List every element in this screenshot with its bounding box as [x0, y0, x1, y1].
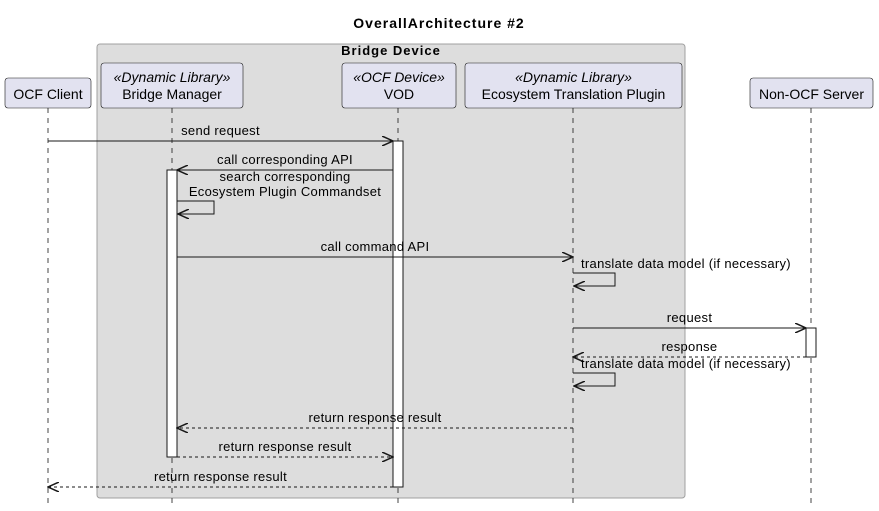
participant-bm: «Dynamic Library»Bridge Manager: [100, 62, 244, 109]
message-arrow: [573, 272, 616, 286]
activation-bar-vod: [392, 140, 404, 488]
message-label: return response result: [154, 469, 287, 484]
participant-label: OCF Client: [13, 86, 82, 102]
participant-label: VOD: [384, 86, 414, 102]
participant-label: Bridge Manager: [122, 86, 222, 102]
participant-vod: «OCF Device»VOD: [341, 62, 457, 109]
message-m5: translate data model (if necessary): [573, 256, 791, 286]
activations: [166, 140, 817, 488]
message-m10: return response result: [177, 439, 393, 457]
message-label: send request: [181, 123, 260, 138]
message-label: return response result: [218, 439, 351, 454]
message-label: call command API: [321, 239, 430, 254]
message-label: call corresponding API: [217, 152, 353, 167]
message-label: request: [667, 310, 713, 325]
participant-label: Ecosystem Translation Plugin: [482, 86, 666, 102]
bridge-device-box: [96, 43, 686, 499]
activation-bar-server: [805, 327, 817, 358]
message-arrow: [573, 372, 616, 386]
message-label: search corresponding: [219, 169, 350, 184]
participant-box: [749, 77, 874, 109]
participant-box: [464, 62, 683, 109]
participant-stereotype: «Dynamic Library»: [515, 69, 632, 85]
participant-server: Non-OCF Server: [749, 77, 874, 109]
message-m1: send request: [48, 123, 393, 141]
message-m9: return response result: [177, 410, 573, 428]
message-label: Ecosystem Plugin Commandset: [189, 184, 381, 199]
activation-bar-bm: [166, 169, 178, 458]
participant-stereotype: «OCF Device»: [353, 69, 445, 85]
bridge-device-title: Bridge Device: [341, 43, 441, 58]
diagram-title: OverallArchitecture #2: [353, 15, 524, 31]
message-m4: call command API: [177, 239, 573, 257]
participant-box: [4, 77, 92, 109]
message-m7: response: [573, 339, 806, 357]
participant-etp: «Dynamic Library»Ecosystem Translation P…: [464, 62, 683, 109]
participant-box: [341, 62, 457, 109]
message-label: translate data model (if necessary): [581, 356, 791, 371]
participants: OCF Client«Dynamic Library»Bridge Manage…: [4, 62, 874, 109]
participant-client: OCF Client: [4, 77, 92, 109]
message-label: response: [662, 339, 718, 354]
message-m2: call corresponding API: [177, 152, 393, 170]
messages: send request call corresponding API search…: [48, 123, 806, 487]
participant-box: [100, 62, 244, 109]
message-m8: translate data model (if necessary): [573, 356, 791, 386]
participant-stereotype: «Dynamic Library»: [114, 69, 231, 85]
message-m11: return response result: [48, 469, 393, 487]
message-arrow: [177, 200, 215, 214]
message-m6: request: [573, 310, 806, 328]
participant-label: Non-OCF Server: [759, 86, 864, 102]
message-label: translate data model (if necessary): [581, 256, 791, 271]
message-label: return response result: [308, 410, 441, 425]
